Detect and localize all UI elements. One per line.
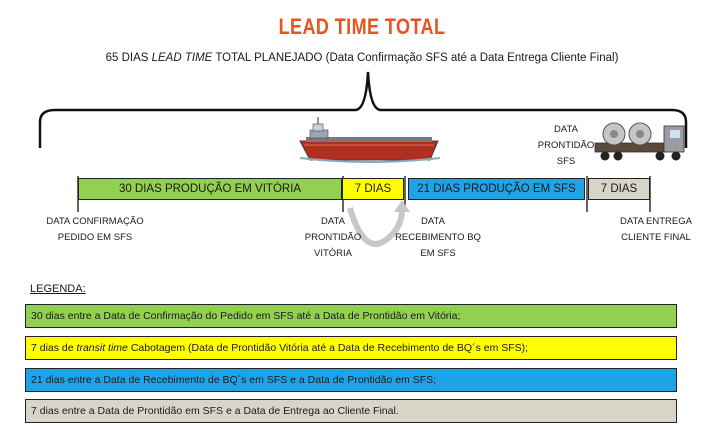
bar-producao-sfs: 21 DIAS PRODUÇÃO EM SFS: [408, 178, 585, 200]
ship-icon: [299, 117, 441, 163]
milestone-line: DATA: [554, 124, 578, 135]
milestone-line: DATA CONFIRMAÇÃO: [46, 216, 144, 227]
subtitle-suffix: TOTAL PLANEJADO (Data Confirmação SFS at…: [212, 52, 619, 64]
curved-arrow-icon: [347, 200, 410, 247]
milestone-recebimento: DATA RECEBIMENTO BQ EM SFS: [393, 214, 483, 262]
milestone-line: PEDIDO EM SFS: [57, 232, 133, 243]
legend-item-entrega: 7 dias entre a Data de Prontidão em SFS …: [25, 399, 677, 423]
milestone-entrega: DATA ENTREGA CLIENTE FINAL: [616, 214, 696, 246]
subtitle-prefix: 65 DIAS: [105, 52, 152, 64]
legend-item-producao-vitoria: 30 dias entre a Data de Confirmação do P…: [25, 304, 677, 328]
milestone-prontidao-sfs: DATA PRONTIDÃO SFS: [536, 122, 596, 170]
total-brace: [38, 71, 688, 148]
milestone-line: VITÓRIA: [313, 248, 352, 259]
milestone-confirmacao: DATA CONFIRMAÇÃO PEDIDO EM SFS: [40, 214, 150, 246]
legend-title: LEGENDA:: [30, 283, 86, 295]
bar-entrega: 7 DIAS: [588, 178, 650, 200]
milestone-line: PRONTIDÃO: [537, 140, 595, 151]
page-subtitle: 65 DIAS LEAD TIME TOTAL PLANEJADO (Data …: [0, 52, 724, 64]
legend-item-transit-time: 7 dias de transit time Cabotagem (Data d…: [25, 336, 677, 360]
bar-producao-vitoria: 30 DIAS PRODUÇÃO EM VITÓRIA: [78, 178, 342, 200]
legend-prefix: 7 dias de: [31, 342, 77, 354]
legend-suffix: Cabotagem (Data de Prontidão Vitória até…: [127, 342, 529, 354]
milestone-line: RECEBIMENTO BQ: [395, 232, 481, 243]
milestone-line: EM SFS: [420, 248, 456, 259]
milestone-line: DATA: [321, 216, 345, 227]
subtitle-italic: LEAD TIME: [151, 52, 213, 64]
truck-icon: [594, 122, 685, 161]
milestone-line: SFS: [556, 156, 576, 167]
milestone-line: PRONTIDÃO: [304, 232, 362, 243]
milestone-prontidao-vitoria: DATA PRONTIDÃO VITÓRIA: [300, 214, 366, 262]
milestone-line: DATA: [421, 216, 445, 227]
legend-item-producao-sfs: 21 dias entre a Data de Recebimento de B…: [25, 368, 677, 392]
legend-italic: transit time: [76, 342, 128, 354]
milestone-line: DATA ENTREGA: [620, 216, 692, 227]
milestone-line: CLIENTE FINAL: [621, 232, 691, 243]
bar-transit-time: 7 DIAS: [342, 178, 404, 200]
page-title: LEAD TIME TOTAL: [278, 14, 446, 39]
